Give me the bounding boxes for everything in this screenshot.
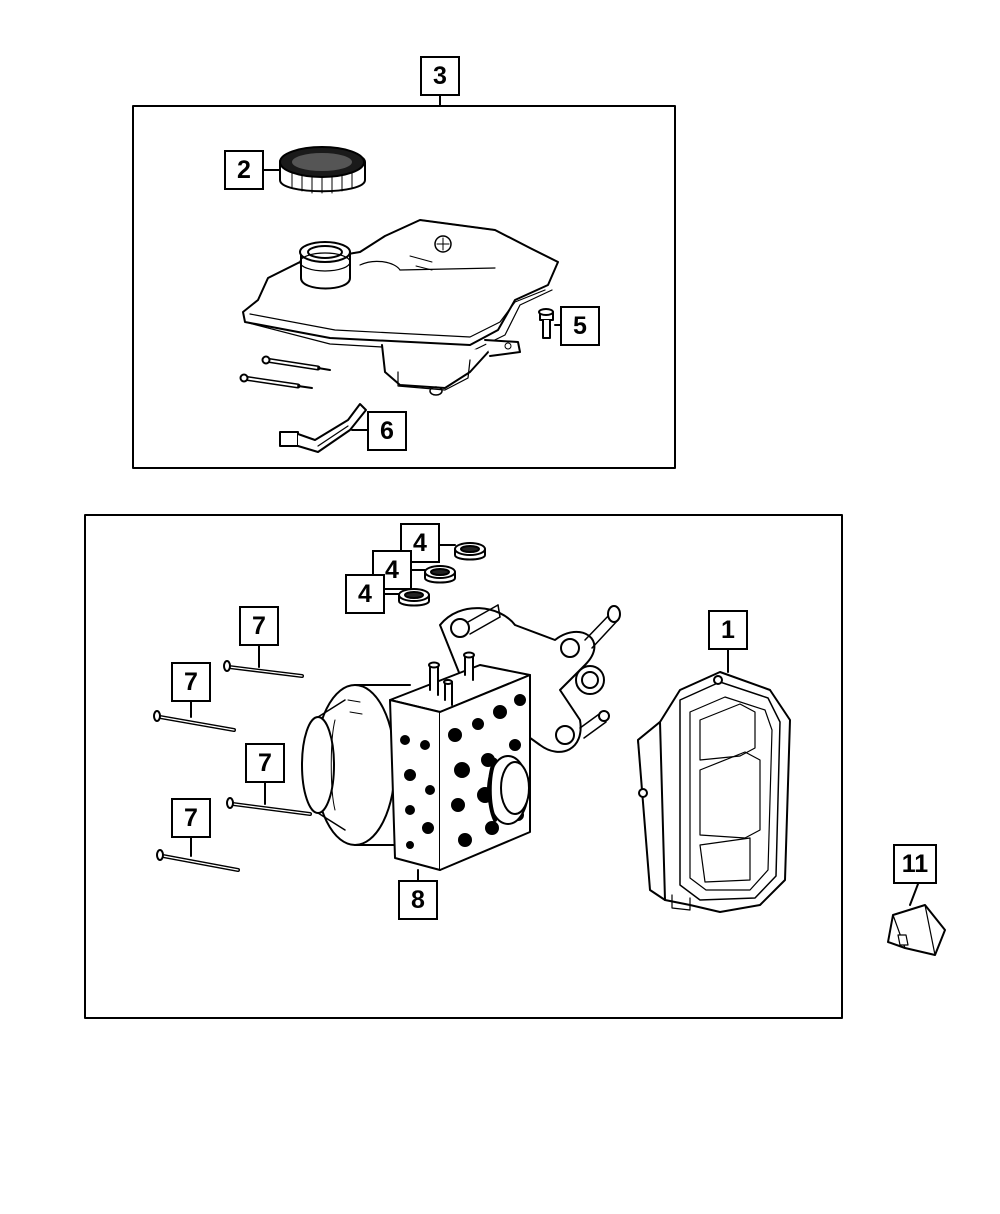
callout-7: 7 [171, 798, 211, 838]
callout-11: 11 [893, 844, 937, 884]
fluid-level-sensor [279, 403, 367, 453]
brake-fluid-reservoir [242, 219, 559, 396]
callout-8: 8 [398, 880, 438, 920]
upper-assembly-frame [132, 105, 676, 469]
leader-lines [190, 95, 919, 906]
callout-3: 3 [420, 56, 460, 96]
callout-7: 7 [239, 606, 279, 646]
callout-7: 7 [245, 743, 285, 783]
o-ring-seals [398, 542, 486, 607]
reservoir-cap [279, 146, 366, 194]
callout-2: 2 [224, 150, 264, 190]
hydraulic-control-unit [389, 651, 531, 871]
hcu-bolts [153, 660, 312, 872]
electronic-control-module [637, 671, 791, 913]
callout-1: 1 [708, 610, 748, 650]
callout-4: 4 [345, 574, 385, 614]
callout-7: 7 [171, 662, 211, 702]
lower-assembly-frame [84, 514, 843, 1019]
callout-5: 5 [560, 306, 600, 346]
retaining-pins [239, 355, 331, 389]
reservoir-bolt [538, 308, 554, 339]
callout-6: 6 [367, 411, 407, 451]
mounting-clip [887, 904, 946, 956]
